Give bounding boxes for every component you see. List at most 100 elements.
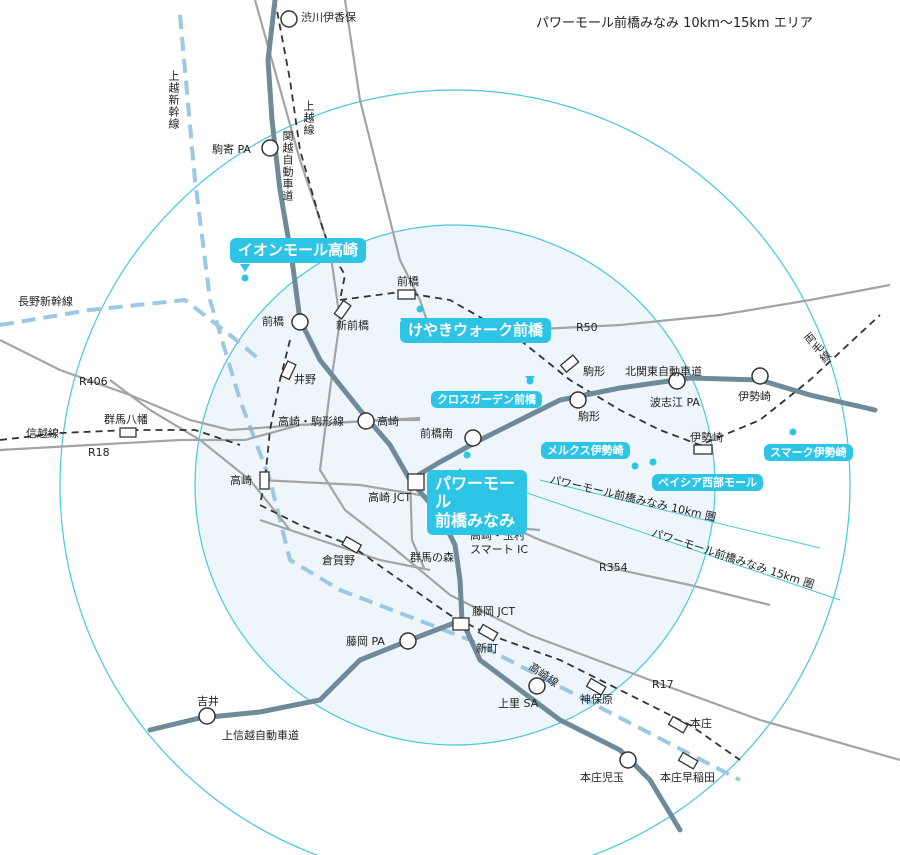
kamisato-marker (528, 677, 546, 695)
label-shinmachi: 新町 (476, 642, 498, 655)
map-title: パワーモール前橋みなみ 10km～15km エリア (536, 16, 813, 31)
takasaki-ic-marker (357, 412, 375, 430)
shinkansen-lines (0, 14, 741, 782)
label-tamamura-ic: 高崎・玉村 (470, 529, 525, 542)
label-honjo: 本庄 (690, 717, 712, 730)
shinetsu-line (0, 429, 241, 446)
label-r18: R18 (88, 446, 110, 459)
label-takasaki-station: 高崎 (230, 474, 252, 487)
honjo-marker (667, 715, 689, 734)
kanetsu-expressway (265, 0, 683, 833)
label-isesaki-station: 伊勢崎 (690, 431, 723, 444)
honjo-waseda-marker (677, 751, 699, 770)
label-gunma-yawata: 群馬八幡 (104, 413, 148, 426)
west-road (109, 379, 291, 531)
r354-road (259, 478, 771, 607)
komagata-station-marker (559, 354, 580, 374)
aeon-pointer (240, 264, 250, 272)
pill-cross-garden: クロスガーデン前橋 (431, 391, 542, 408)
label-jinbohara: 神保原 (580, 693, 613, 706)
power-mall-dot (463, 451, 471, 459)
label-komagata-ic: 駒形 (583, 365, 605, 378)
maebashi-station-marker (397, 289, 416, 300)
label-joshinetsu: 上信越自動車道 (222, 729, 299, 742)
station-markers (119, 289, 713, 770)
label-shin-maebashi: 新前橋 (336, 319, 369, 332)
label-takasaki-jct: 高崎 JCT (368, 491, 412, 504)
label-r50: R50 (576, 321, 598, 334)
label-komayose-pa: 駒寄 PA (212, 143, 251, 156)
yoshii-marker (198, 707, 216, 725)
gunma-mori-road (408, 474, 427, 571)
label-honjo-kodama: 本庄児玉 (580, 771, 624, 784)
label-fujioka-jct: 藤岡 JCT (472, 605, 516, 618)
shibukawa-marker (280, 10, 298, 28)
label-kamisato-sa: 上里 SA (498, 697, 539, 710)
label-maebashi-minami: 前橋南 (420, 427, 453, 440)
takasaki-line (259, 504, 741, 761)
aeon-dot (241, 274, 249, 282)
label-maebashi-station: 前橋 (397, 275, 419, 288)
gunma-yawata-marker (119, 427, 137, 438)
jinbohara-marker (585, 677, 607, 696)
keyaki-dot (416, 305, 424, 313)
fujioka-jct-marker (452, 617, 470, 631)
label-r354: R354 (599, 561, 628, 574)
label-takasaki-ic: 高崎 (377, 415, 399, 428)
label-kanetsu: 関越自動車道 (281, 130, 294, 202)
label-maebashi-ic: 前橋 (262, 315, 284, 328)
label-joetsu-shinkansen: 上越新幹線 (167, 70, 180, 130)
label-takasaki-komagata: 高崎・駒形線 (278, 415, 344, 428)
label-honjo-waseda: 本庄早稲田 (660, 771, 715, 784)
label-r406: R406 (79, 375, 108, 388)
hashie-marker (668, 372, 686, 390)
pill-power-mall: パワーモール 前橋みなみ (427, 470, 527, 536)
pill-merx: メルクス伊勢崎 (541, 442, 630, 459)
maebashi-ic-marker (291, 313, 309, 331)
smark-dot (789, 428, 797, 436)
pill-aeon-mall: イオンモール高崎 (230, 238, 367, 263)
ryomo-line (339, 291, 881, 446)
joetsu-shinkansen-line (178, 14, 741, 782)
label-hashie-pa: 波志江 PA (650, 396, 700, 409)
north-road (343, 0, 432, 331)
power-mall-line1: パワーモール (435, 474, 516, 512)
isesaki-station-marker (693, 444, 713, 455)
cross-pointer (525, 376, 535, 382)
maebashi-minami-marker (464, 429, 482, 447)
label-kitakanto: 北関東自動車道 (625, 365, 702, 378)
label-yoshii: 吉井 (197, 695, 219, 708)
label-kuragano: 倉賀野 (322, 554, 355, 567)
kuragano-marker (341, 535, 363, 554)
komayose-marker (261, 139, 279, 157)
junction-markers (198, 10, 769, 769)
nagano-shinkansen-line (0, 297, 262, 362)
label-nagano-shinkansen: 長野新幹線 (18, 295, 73, 308)
shin-maebashi-marker (333, 299, 352, 320)
label-r17: R17 (652, 678, 674, 691)
kitakanto-expressway (407, 375, 878, 483)
takasaki-jct-marker (407, 473, 425, 491)
pill-beisia: ベイシア西部モール (652, 474, 763, 491)
fujioka-pa-marker (399, 632, 417, 650)
label-smart-ic: スマート IC (470, 543, 529, 556)
beisia-dot (649, 458, 657, 466)
ring-10km-leader (539, 479, 821, 549)
label-isesaki-ic: 伊勢崎 (738, 390, 771, 403)
label-komagata-station: 駒形 (578, 410, 600, 423)
label-shinetsu-line: 信越線 (26, 427, 59, 440)
power-mall-line2: 前橋みなみ (435, 510, 516, 530)
komagata-road (229, 416, 421, 432)
label-shibukawa: 渋川伊香保 (301, 11, 356, 24)
label-ino: 井野 (294, 373, 316, 386)
label-joetsu-line: 上越線 (302, 100, 315, 136)
pill-keyaki-walk: けやきウォーク前橋 (400, 318, 552, 343)
label-fujioka-pa: 藤岡 PA (346, 635, 385, 648)
honjo-kodama-marker (619, 751, 637, 769)
shinmachi-marker (477, 623, 499, 642)
pill-smark: スマーク伊勢崎 (764, 444, 853, 461)
takasaki-station-marker (259, 471, 270, 490)
komagata-ic-marker (569, 391, 587, 409)
ino-marker (280, 360, 297, 381)
